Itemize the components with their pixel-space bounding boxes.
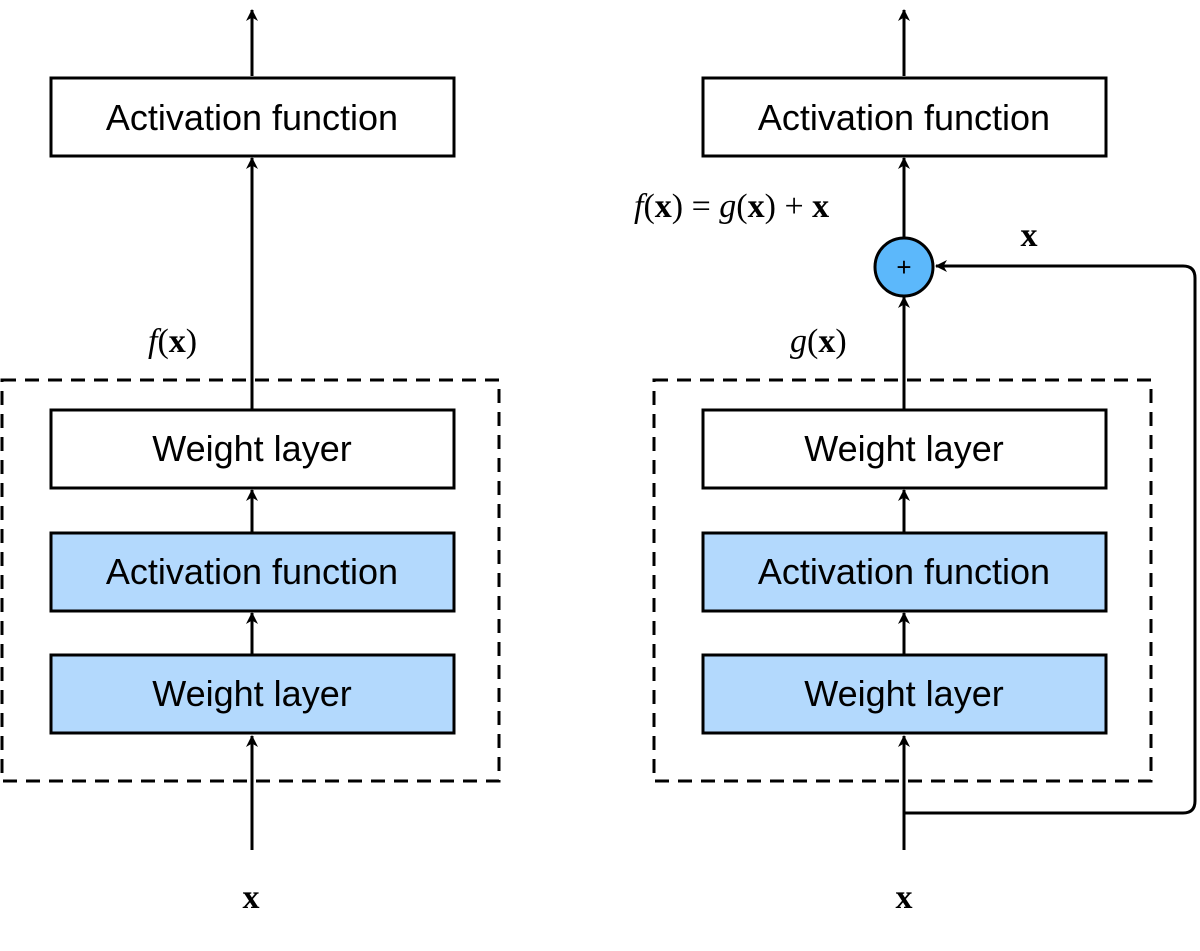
right-weight-layer-lower-box: Weight layer	[701, 653, 1108, 735]
skip-connection-arrow	[904, 260, 1197, 815]
right-top-activation-label: Activation function	[758, 97, 1050, 138]
regular-block: Activation function Weight layer Activat…	[0, 9, 501, 916]
right-input-label: x	[896, 879, 913, 916]
left-input-label: x	[243, 879, 260, 916]
right-weight-layer-upper-label: Weight layer	[804, 428, 1003, 469]
left-activation-label: Activation function	[106, 551, 398, 592]
residual-block-dashed-frame	[652, 378, 1153, 783]
left-top-activation-box: Activation function	[49, 76, 456, 158]
right-weight-layer-lower-label: Weight layer	[804, 673, 1003, 714]
residual-mapping-label: g(x)	[790, 323, 847, 360]
right-activation-box: Activation function	[701, 531, 1108, 613]
right-activation-label: Activation function	[758, 551, 1050, 592]
skip-connection-label: x	[1021, 217, 1038, 254]
adder-plus-symbol: +	[896, 252, 911, 282]
left-top-activation-label: Activation function	[106, 97, 398, 138]
left-output-label: f(x)	[148, 323, 197, 360]
left-weight-layer-upper-label: Weight layer	[152, 428, 351, 469]
right-weight-layer-upper-box: Weight layer	[701, 408, 1108, 490]
residual-sum-label: f(x) = g(x) + x	[634, 188, 829, 225]
left-activation-box: Activation function	[49, 531, 456, 613]
left-weight-layer-upper-box: Weight layer	[49, 408, 456, 490]
adder-node: +	[873, 236, 935, 298]
right-top-activation-box: Activation function	[701, 76, 1108, 158]
left-weight-layer-lower-box: Weight layer	[49, 653, 456, 735]
left-weight-layer-lower-label: Weight layer	[152, 673, 351, 714]
residual-block: + Activation function Weight layer Activ…	[634, 9, 1197, 916]
regular-block-dashed-frame	[0, 378, 501, 783]
